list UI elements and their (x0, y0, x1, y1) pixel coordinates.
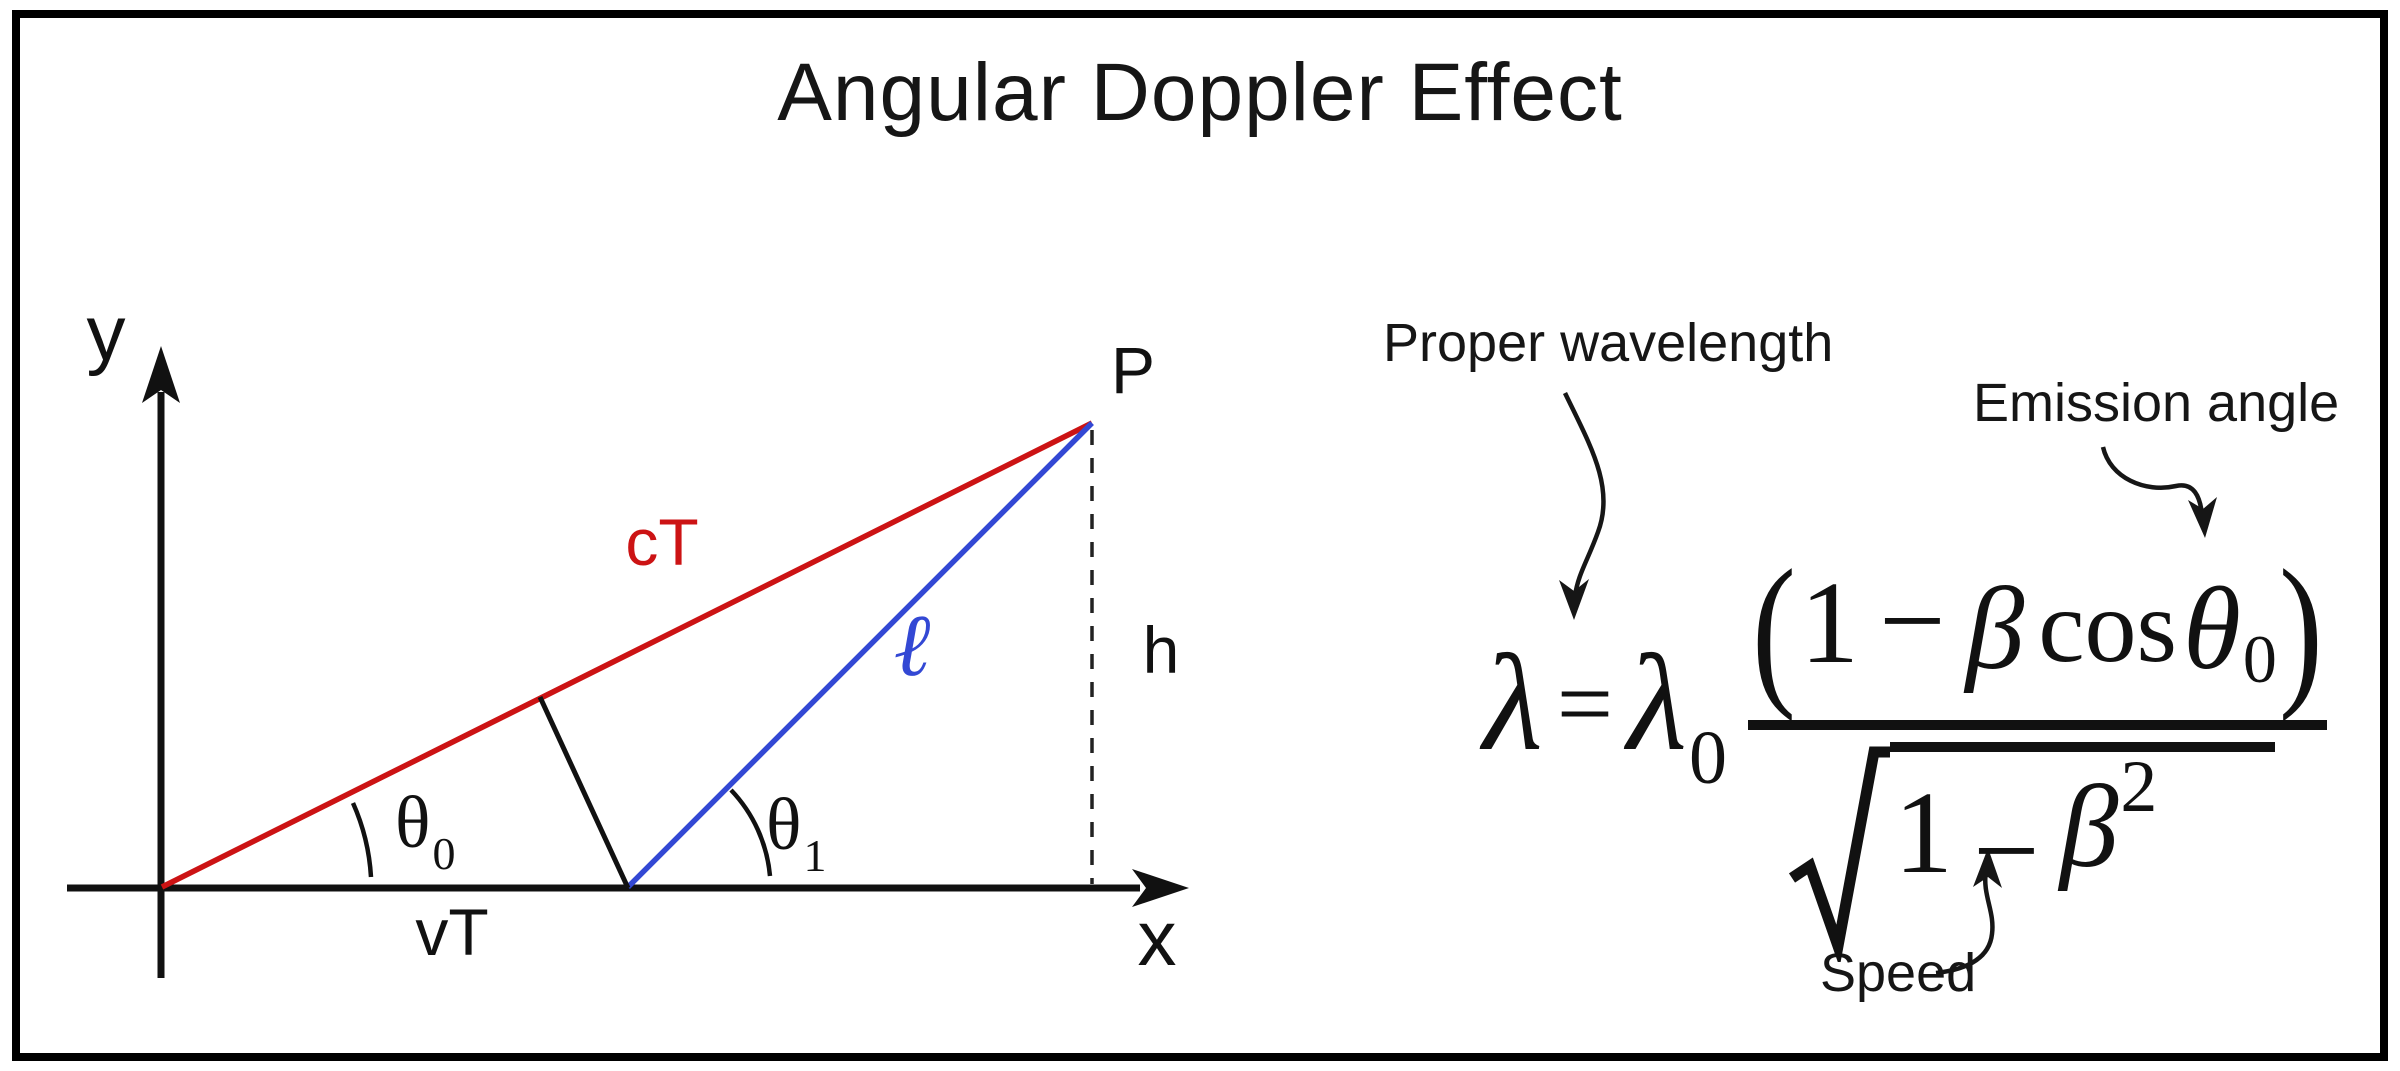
theta1-subscript: 1 (803, 830, 827, 881)
observer-ray-l-line (626, 421, 1094, 889)
emission-angle-arrowhead-icon (2188, 497, 2217, 538)
theta1-label: θ1 (766, 788, 826, 879)
speed-arrow (1935, 869, 1995, 976)
x-axis-arrowhead-icon (1132, 869, 1189, 907)
open-paren: ( (1752, 534, 1796, 723)
numerator-one: 1 (1799, 557, 1859, 688)
beta-exponent: 2 (2120, 746, 2158, 828)
close-paren: ) (2278, 534, 2323, 723)
theta0-arc (350, 802, 374, 878)
theta0-label: θ0 (395, 786, 455, 877)
figure-border (12, 10, 2388, 1061)
cos-word: cos (2038, 569, 2177, 684)
point-p-label: P (1110, 333, 1156, 407)
numerator-theta: θ (2182, 563, 2241, 694)
denominator-beta: β (2059, 761, 2119, 892)
wavefront-segment-line (537, 695, 631, 890)
speed-label: Speed (1820, 943, 1977, 1003)
lambda0-symbol: λ (1627, 626, 1687, 779)
numerator-beta: β (1965, 563, 2025, 694)
denominator-sqrt: 1 − β 2 (1786, 742, 2276, 962)
lambda0-subscript: 0 (1688, 716, 1727, 800)
height-label: h (1142, 613, 1180, 687)
radical-icon (1788, 746, 1890, 962)
proper-wavelength-arrow (1562, 392, 1606, 597)
y-axis-arrowhead-icon (142, 346, 180, 403)
formula-fraction: ( 1 − β cos θ 0 ) 1 − β 2 (1748, 544, 2327, 962)
theta1-arc (729, 788, 773, 877)
lambda-symbol: λ (1483, 626, 1543, 779)
denominator-minus: − (1973, 785, 2040, 916)
observer-distance-label: ℓ (893, 593, 931, 696)
light-distance-label: cT (625, 505, 699, 579)
denominator-one: 1 (1894, 767, 1953, 898)
y-axis-label: y (86, 289, 126, 377)
proper-wavelength-arrowhead-icon (1559, 579, 1589, 620)
emission-angle-label: Emission angle (1973, 373, 2340, 433)
numerator-minus: − (1878, 555, 1946, 686)
theta1-symbol: θ (766, 784, 802, 866)
formula-lhs: λ=λ0 (1483, 634, 1727, 797)
speed-arrowhead-icon (1973, 848, 2002, 888)
fraction-bar (1748, 720, 2327, 730)
source-distance-label: vT (415, 895, 489, 969)
light-ray-cT-line (160, 420, 1094, 890)
equals-sign: = (1556, 648, 1614, 759)
fraction-numerator: ( 1 − β cos θ 0 ) (1748, 544, 2327, 713)
numerator-theta-subscript: 0 (2242, 621, 2277, 697)
theta0-symbol: θ (395, 782, 431, 864)
proper-wavelength-label: Proper wavelength (1383, 313, 1834, 373)
x-axis-label: x (1137, 894, 1177, 982)
emission-angle-arrow (2100, 446, 2205, 515)
fraction-denominator: 1 − β 2 (1890, 742, 2276, 910)
theta0-subscript: 0 (432, 828, 456, 879)
figure-title: Angular Doppler Effect (777, 47, 1623, 138)
